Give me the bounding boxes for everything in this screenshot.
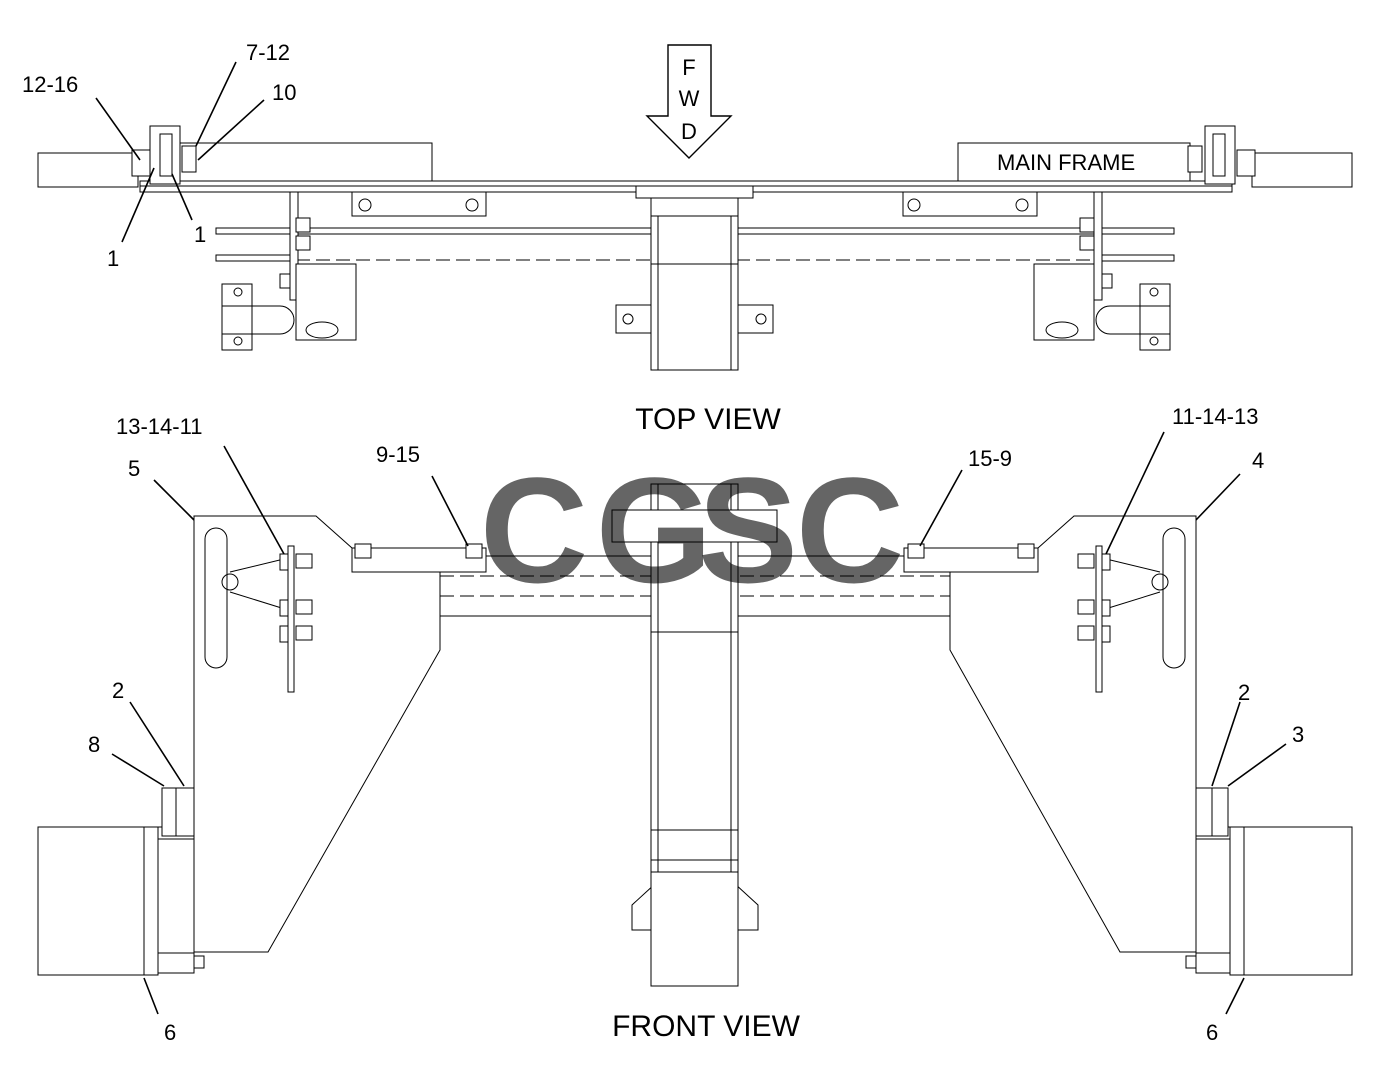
top-view-drawing: [37, 125, 1353, 371]
main-frame-left: [179, 142, 433, 182]
watermark-letter-s: S: [698, 446, 798, 614]
callout-15-9: 15-9: [968, 446, 1012, 471]
left-axle-stub: [37, 152, 139, 188]
callout-9-15: 9-15: [376, 442, 420, 467]
callout-11-14-13: 11-14-13: [1172, 404, 1258, 429]
front-view-leaders: [111, 431, 1287, 1015]
left-top-rail: [351, 547, 487, 573]
callout-2-right: 2: [1238, 680, 1250, 705]
watermark-letter-c2: C: [796, 446, 904, 614]
callout-13-14-11: 13-14-11: [116, 414, 202, 439]
fwd-letter-w: W: [679, 86, 700, 111]
top-view-leaders: [95, 61, 265, 243]
right-foot-block: [1243, 826, 1353, 976]
top-view-title: TOP VIEW: [635, 403, 781, 436]
callout-7-12: 7-12: [246, 40, 290, 65]
callout-8: 8: [88, 732, 100, 757]
main-frame-label: MAIN FRAME: [997, 150, 1135, 175]
right-vertical-bracket: [1093, 191, 1103, 301]
front-view-title: FRONT VIEW: [612, 1010, 800, 1043]
center-top-bracket: [611, 509, 778, 543]
callout-2-left: 2: [112, 678, 124, 703]
center-cap: [635, 185, 754, 199]
left-leg-plate: [193, 515, 441, 953]
left-end-bracket: [221, 283, 253, 351]
left-link: [229, 557, 289, 611]
right-end-bracket: [1139, 283, 1171, 351]
main-frame-right: [957, 142, 1191, 182]
fwd-letter-d: D: [681, 119, 697, 144]
callout-5: 5: [128, 456, 140, 481]
callout-1-left: 1: [107, 246, 119, 271]
callout-10: 10: [272, 80, 296, 105]
center-post: [650, 197, 739, 371]
callout-4: 4: [1252, 448, 1264, 473]
watermark-logo: C G S C: [480, 446, 904, 614]
callout-3: 3: [1292, 722, 1304, 747]
right-axle-stub: [1251, 152, 1353, 188]
right-link: [1101, 557, 1161, 611]
fwd-letter-f: F: [682, 55, 695, 80]
left-foot-block: [37, 826, 145, 976]
left-wheel-housing: [295, 263, 357, 341]
right-cross-plate: [902, 191, 1038, 217]
left-cross-plate: [351, 191, 487, 217]
right-leg-plate: [949, 515, 1197, 953]
callout-12-16: 12-16: [22, 72, 78, 97]
watermark-letter-c1: C: [480, 446, 588, 614]
right-top-rail: [903, 547, 1039, 573]
callout-1-right: 1: [194, 222, 206, 247]
fwd-arrow: F W D: [645, 44, 733, 159]
callout-6-left: 6: [164, 1020, 176, 1045]
right-wheel-housing: [1033, 263, 1095, 341]
left-spacer: [161, 787, 195, 837]
front-view-drawing: [37, 483, 1353, 987]
callout-6-right: 6: [1206, 1020, 1218, 1045]
watermark-letter-g: G: [596, 446, 713, 614]
